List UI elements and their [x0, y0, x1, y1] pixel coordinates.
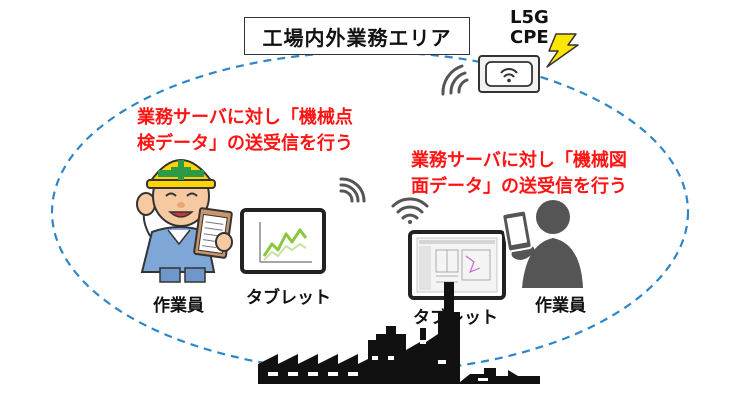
- label-worker-left: 作業員: [153, 296, 204, 316]
- factory-icon: [258, 282, 540, 384]
- wifi-signal-icon: [441, 64, 469, 96]
- tablet-chart-icon: [240, 208, 326, 274]
- right-caption: 業務サーバに対し「機械図 面データ」の送受信を行う: [411, 148, 627, 200]
- tablet-drawing-icon: [408, 230, 506, 300]
- left-caption-line2: 検データ」の送受信を行う: [137, 133, 353, 154]
- cpe-label-line1: L5G: [510, 7, 549, 28]
- label-tablet-left: タブレット: [246, 288, 331, 308]
- l5g-cpe-router-icon: [478, 55, 540, 93]
- worker-with-clipboard-icon: [136, 159, 233, 283]
- area-title: 工場内外業務エリア: [262, 25, 452, 50]
- label-tablet-right: タブレット: [413, 308, 498, 328]
- left-caption: 業務サーバに対し「機械点 検データ」の送受信を行う: [137, 105, 353, 157]
- cpe-label: L5G CPE: [510, 8, 549, 48]
- label-worker-right: 作業員: [535, 296, 586, 316]
- person-with-tablet-icon: [501, 200, 583, 288]
- wifi-signal-icon: [339, 177, 366, 203]
- right-caption-line1: 業務サーバに対し「機械図: [411, 150, 627, 171]
- left-caption-line1: 業務サーバに対し「機械点: [137, 107, 353, 128]
- wifi-signal-icon: [391, 197, 429, 224]
- cpe-label-line2: CPE: [510, 27, 549, 48]
- area-title-box: 工場内外業務エリア: [244, 17, 470, 55]
- right-caption-line2: 面データ」の送受信を行う: [411, 176, 627, 197]
- lightning-icon: [546, 33, 579, 68]
